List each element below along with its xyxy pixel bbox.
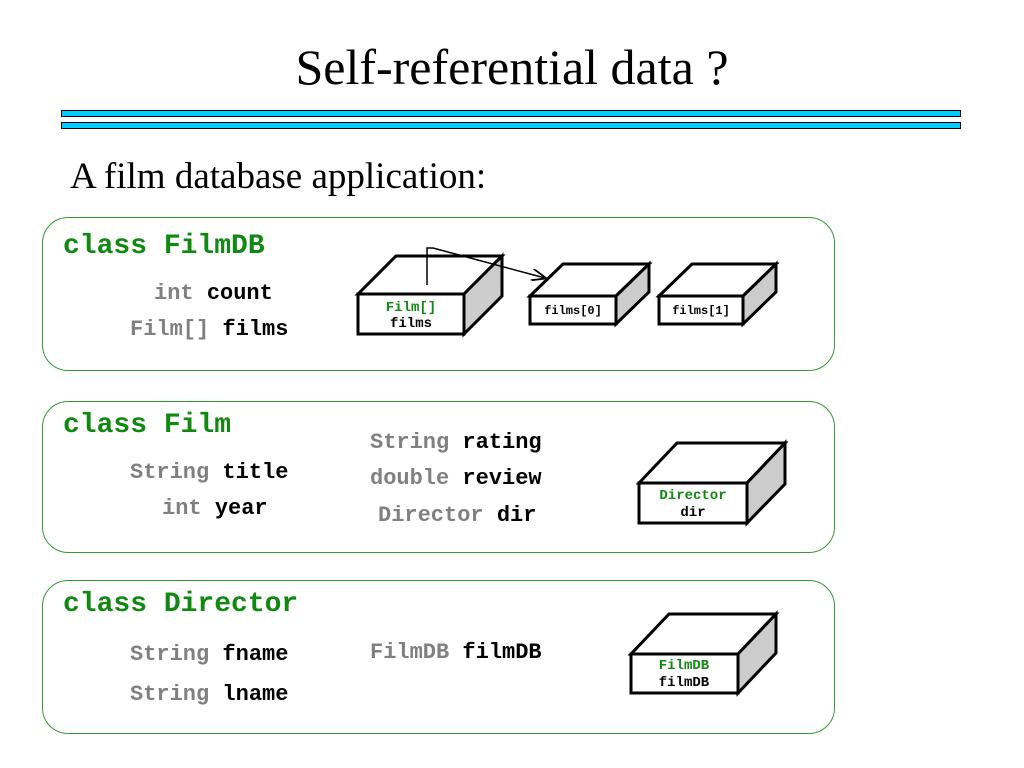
field-films: Film[] films	[130, 317, 289, 342]
field-lname: String lname	[130, 682, 289, 707]
filmdb-box-type: FilmDB	[659, 658, 710, 674]
panel-film	[42, 401, 835, 553]
films-element-1-box: films[1]	[655, 260, 780, 328]
films-element-1-label: films[1]	[672, 304, 730, 318]
films-box-type: Film[]	[386, 300, 436, 316]
field-rating: String rating	[370, 430, 542, 455]
field-filmdb: FilmDB filmDB	[370, 640, 542, 665]
page-title: Self-referential data ?	[295, 39, 729, 95]
title-rule-bottom	[61, 122, 961, 129]
dir-box-name: dir	[680, 505, 705, 521]
films-reference-arrow	[426, 247, 545, 285]
films-element-0-label: films[0]	[544, 304, 602, 318]
subtitle: A film database application:	[70, 156, 487, 197]
field-count: int count	[154, 281, 273, 306]
field-dir: Director dir	[378, 503, 537, 528]
class-film-header: class Film	[63, 410, 232, 441]
films-box-name: films	[390, 316, 432, 332]
filmdb-box: FilmDB filmDB	[627, 610, 780, 697]
title-rule-top	[61, 110, 961, 117]
panel-director	[42, 580, 835, 734]
field-year: int year	[162, 496, 268, 521]
filmdb-box-name: filmDB	[659, 675, 710, 691]
field-fname: String fname	[130, 642, 289, 667]
films-array-box: Film[] films	[354, 252, 506, 338]
dir-box-type: Director	[659, 488, 726, 504]
director-dir-box: Director dir	[635, 439, 789, 527]
field-title: String title	[130, 460, 289, 485]
field-review: double review	[370, 466, 542, 491]
class-filmdb-header: class FilmDB	[63, 231, 265, 262]
class-director-header: class Director	[63, 589, 299, 620]
panel-filmdb	[42, 217, 835, 371]
films-element-0-box: films[0]	[526, 260, 653, 328]
